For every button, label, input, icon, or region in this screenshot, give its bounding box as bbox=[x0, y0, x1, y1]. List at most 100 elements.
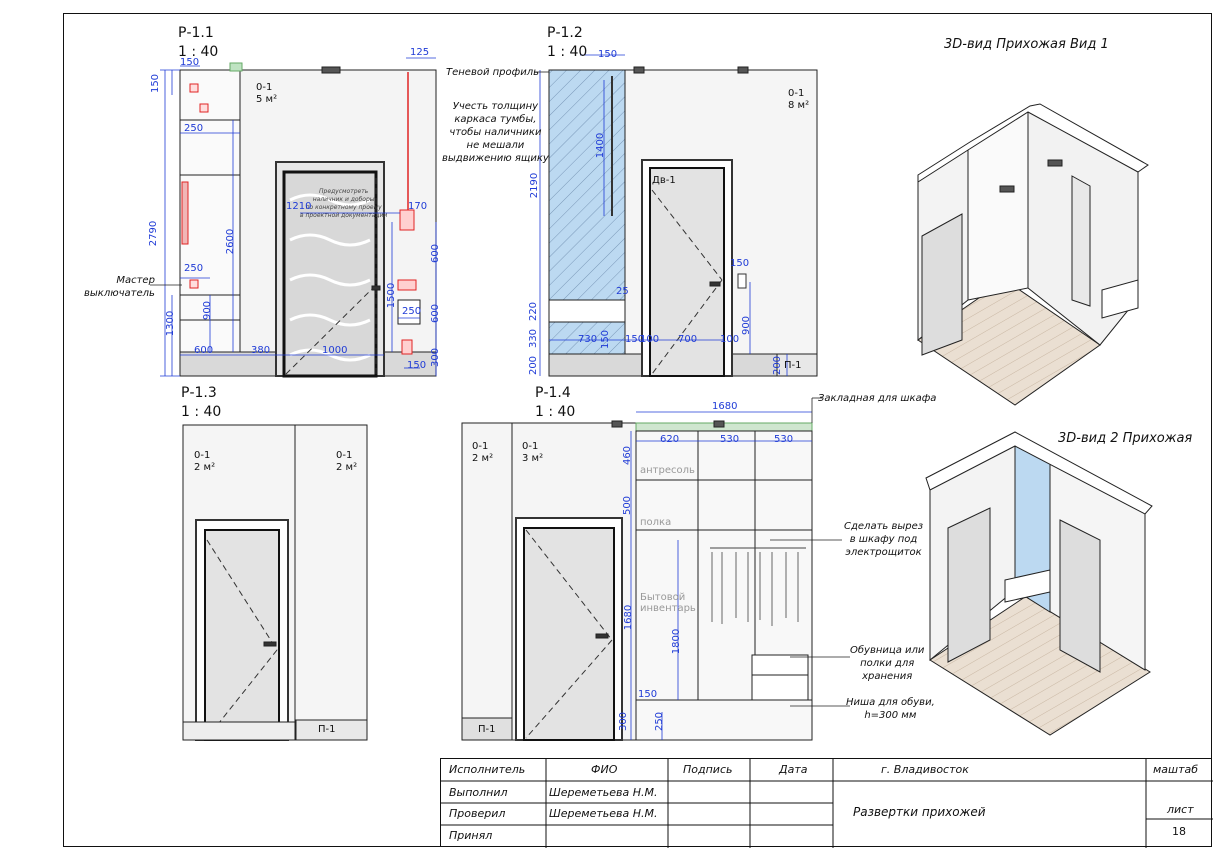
dim-500: 500 bbox=[622, 495, 634, 516]
room-area-p14-b: 3 м² bbox=[522, 453, 544, 464]
view-scale-p12: 1 : 40 bbox=[547, 44, 588, 60]
dim-900: 900 bbox=[202, 300, 214, 321]
shelf-inventory: Бытовой инвентарь bbox=[640, 592, 696, 614]
dim-250-c: 250 bbox=[402, 306, 422, 317]
elevation-p13 bbox=[182, 424, 368, 741]
dim-150-p14: 150 bbox=[638, 689, 658, 700]
dimensions-p11 bbox=[160, 57, 437, 377]
room-code-p12: 0-1 bbox=[788, 88, 805, 99]
room-code-p11: 0-1 bbox=[256, 82, 273, 93]
dimensions-p14 bbox=[630, 411, 812, 740]
dim-150-left: 150 bbox=[150, 73, 162, 94]
room-code-p14-a: 0-1 bbox=[472, 441, 489, 452]
room-code-p13-b: 0-1 bbox=[336, 450, 353, 461]
dim-1500: 1500 bbox=[386, 282, 398, 309]
tb-role-1: Выполнил bbox=[449, 786, 508, 799]
dim-150-p12: 150 bbox=[598, 49, 618, 60]
elevation-p14 bbox=[461, 420, 813, 741]
dim-300-p14: 300 bbox=[618, 711, 630, 732]
view-code-p13: Р-1.3 bbox=[181, 385, 217, 401]
dim-100-b: 100 bbox=[720, 334, 740, 345]
note-shadow-profile: Теневой профиль bbox=[446, 67, 539, 78]
tb-sheet-title: Развертки прихожей bbox=[853, 805, 986, 819]
dim-460: 460 bbox=[622, 445, 634, 466]
dim-1210: 1210 bbox=[286, 201, 312, 212]
dim-730: 730 bbox=[578, 334, 598, 345]
dim-2190: 2190 bbox=[529, 172, 541, 199]
view-code-p12: Р-1.2 bbox=[547, 25, 583, 41]
iso-view-2-title: 3D-вид 2 Прихожая bbox=[1058, 431, 1193, 446]
dim-100-a: 100 bbox=[640, 334, 660, 345]
note-shoe-rack: Обувница или полки для хранения bbox=[850, 645, 925, 682]
tb-header-sign: Подпись bbox=[683, 763, 733, 776]
floor-label-p14: П-1 bbox=[478, 724, 496, 735]
note-thickness: Учесть толщину каркаса тумбы, чтобы нали… bbox=[442, 101, 549, 164]
dim-150-top: 150 bbox=[180, 57, 200, 68]
iso-view-1 bbox=[917, 103, 1149, 406]
tb-header-sheet: лист bbox=[1167, 803, 1194, 816]
dim-600-b: 600 bbox=[430, 303, 442, 324]
dim-1000: 1000 bbox=[322, 345, 348, 356]
dim-2790: 2790 bbox=[148, 220, 160, 247]
elevation-p11 bbox=[179, 62, 437, 378]
tb-name-2: Шереметьева Н.М. bbox=[549, 807, 658, 820]
room-code-p13-a: 0-1 bbox=[194, 450, 211, 461]
dim-530-b: 530 bbox=[774, 434, 794, 445]
dim-170: 170 bbox=[408, 201, 428, 212]
dim-250-b: 250 bbox=[184, 263, 204, 274]
dim-150-c: 150 bbox=[407, 360, 427, 371]
tb-name-1: Шереметьева Н.М. bbox=[549, 786, 658, 799]
view-scale-p13: 1 : 40 bbox=[181, 404, 222, 420]
tb-header-executor: Исполнитель bbox=[449, 763, 526, 776]
view-scale-p11: 1 : 40 bbox=[178, 44, 219, 60]
dim-1800: 1800 bbox=[671, 628, 683, 655]
floor-label-p12: П-1 bbox=[784, 360, 802, 371]
dim-200-b: 200 bbox=[772, 355, 784, 376]
leader-lines bbox=[150, 71, 850, 707]
dim-380: 380 bbox=[251, 345, 271, 356]
room-area-p11: 5 м² bbox=[256, 94, 278, 105]
dim-150-c-p12: 150 bbox=[625, 334, 645, 345]
room-code-p14-b: 0-1 bbox=[522, 441, 539, 452]
iso-view-2 bbox=[925, 431, 1153, 736]
dim-25: 25 bbox=[616, 286, 629, 297]
dim-330: 330 bbox=[528, 328, 540, 349]
room-area-p13-b: 2 м² bbox=[336, 462, 358, 473]
dim-900-p12: 900 bbox=[741, 315, 753, 336]
view-code-p11: Р-1.1 bbox=[178, 25, 214, 41]
dim-300: 300 bbox=[430, 347, 442, 368]
dim-125: 125 bbox=[410, 47, 430, 58]
iso-view-1-title: 3D-вид Прихожая Вид 1 bbox=[944, 37, 1109, 52]
note-master-switch: Мастер выключатель bbox=[84, 275, 155, 299]
view-code-p14: Р-1.4 bbox=[535, 385, 571, 401]
shelf-shelf: полка bbox=[640, 517, 672, 528]
view-scale-p14: 1 : 40 bbox=[535, 404, 576, 420]
tb-role-3: Принял bbox=[449, 829, 493, 842]
dim-600-a: 600 bbox=[430, 243, 442, 264]
room-area-p14-a: 2 м² bbox=[472, 453, 494, 464]
dim-150-b-p12: 150 bbox=[600, 329, 612, 350]
dim-1680-top: 1680 bbox=[712, 401, 738, 412]
dim-200-a: 200 bbox=[528, 355, 540, 376]
dim-600-c: 600 bbox=[194, 345, 214, 356]
dim-620: 620 bbox=[660, 434, 680, 445]
elevation-p12 bbox=[548, 66, 818, 377]
title-block: Исполнитель ФИО Подпись Дата г. Владивос… bbox=[440, 758, 1213, 848]
room-area-p12: 8 м² bbox=[788, 100, 810, 111]
dim-530-a: 530 bbox=[720, 434, 740, 445]
note-cutout: Сделать вырез в шкафу под электрощиток bbox=[844, 521, 924, 558]
dim-1300: 1300 bbox=[165, 310, 177, 337]
dim-220: 220 bbox=[528, 301, 540, 322]
tb-header-scale: маштаб bbox=[1153, 763, 1199, 776]
tb-sheet-number: 18 bbox=[1172, 825, 1186, 838]
tb-header-date: Дата bbox=[779, 763, 808, 776]
note-embed: Закладная для шкафа bbox=[818, 393, 937, 404]
room-area-p13-a: 2 м² bbox=[194, 462, 216, 473]
note-shoe-niche: Ниша для обуви, h=300 мм bbox=[846, 697, 935, 721]
shelf-mezz: антресоль bbox=[640, 465, 695, 476]
tb-header-fio: ФИО bbox=[591, 763, 618, 776]
dim-2600: 2600 bbox=[225, 228, 237, 255]
dim-1680-side: 1680 bbox=[623, 604, 635, 631]
dim-250-a: 250 bbox=[184, 123, 204, 134]
